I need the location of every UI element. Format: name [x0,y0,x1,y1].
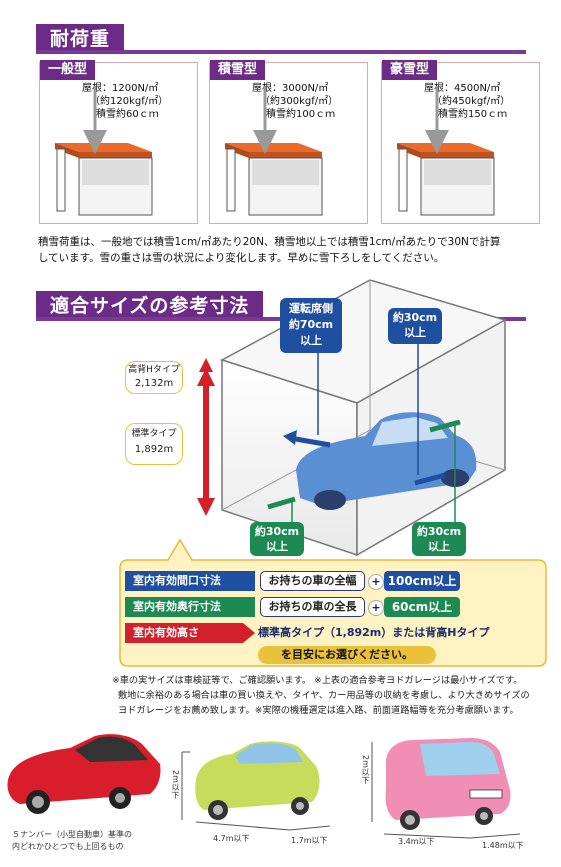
spec-snow: 屋根：3000N/㎡ （約300kgf/㎡） 積雪約100ｃｍ [252,83,339,120]
type-label-snow: 積雪型 [210,60,266,80]
size-notes: ※車の実サイズは車検証等で、ご確認願います。 ※上表の適合参考ヨドガレージは最小… [112,675,530,716]
red-sports-car [7,734,161,814]
spec-general: 屋根：1200N/㎡ （約120kgf/㎡） 積雪約60ｃｍ [82,83,169,120]
pink-wagon-car [371,738,521,839]
row-value-width: 100cm以上 [384,571,460,591]
callout-top-right: 約30cm 以上 [388,308,442,344]
section-title-load: 耐荷重 [36,24,125,54]
car-caption-red: ５ナンバー（小型自動車）基準の 内どれかひとつでも上回るもの [12,830,132,851]
callout-bottom-left: 約30cm 以上 [250,522,304,556]
callout-driver-side: 運転席側 約70cm 以上 [280,298,342,353]
plus-icon: + [368,574,384,590]
garage-illustration-snow [225,86,323,216]
section-rule [36,50,526,54]
row-arrow-icon [243,623,255,643]
height-standard-label: 標準タイプ 1,892m [125,423,183,465]
car-illustration [296,412,477,510]
type-label-heavy-snow: 豪雪型 [382,60,438,80]
row-box-depth: お持ちの車の全長 [260,597,365,617]
dim-width-green: 1.7m以下 [291,836,328,845]
row-box-width: お持ちの車の全幅 [260,571,365,591]
type-box-general [39,62,198,224]
type-label-general: 一般型 [40,60,96,80]
type-box-heavy-snow [381,62,540,224]
garage-illustration-heavy-snow [397,86,495,216]
garage-illustration-general [55,86,153,216]
row-label-width: 室内有効間口寸法 [125,571,255,591]
row-label-height: 室内有効高さ [125,623,243,643]
spec-heavy-snow: 屋根：4500N/㎡ （約450kgf/㎡） 積雪約150ｃｍ [424,83,511,120]
dim-height-green: 2m以下 [171,770,180,799]
height-tall-label: 高背Hタイプ 2,132m [125,361,183,394]
car-illustrations [7,734,521,839]
row-text-height: 標準高タイプ（1,892m）または背高Hタイプ（2,132m） [258,626,490,659]
garage-illustrations [55,86,495,216]
callout-bottom-right: 約30cm 以上 [412,522,466,556]
select-guidance: を目安にお選びください。 [258,646,436,664]
green-compact-car [181,741,331,831]
row-label-depth: 室内有効奥行寸法 [125,597,255,617]
dim-length-green: 4.7m以下 [213,834,250,843]
load-description: 積雪荷重は、一般地では積雪1cm/㎡あたり20N、積雪地以上では積雪1cm/㎡あ… [38,236,501,264]
plus-icon: + [368,600,384,616]
type-box-snow [209,62,368,224]
dim-width-pink: 1.48m以下 [482,841,524,850]
row-value-depth: 60cm以上 [384,597,460,617]
dim-length-pink: 3.4m以下 [398,837,435,846]
dim-height-pink: 2m以下 [361,755,370,784]
section-title-size: 適合サイズの参考寸法 [36,291,264,321]
